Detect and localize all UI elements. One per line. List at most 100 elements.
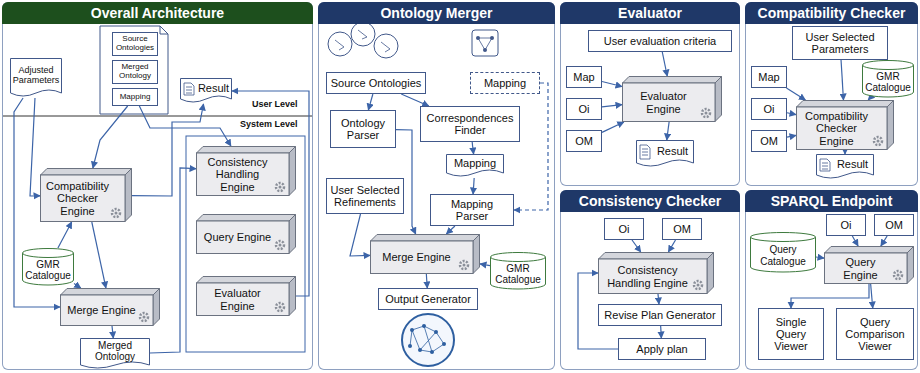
node-label: Merged Ontology — [83, 340, 147, 362]
engine-top — [197, 147, 296, 154]
connector-arrow — [30, 98, 40, 196]
input-box: Oi — [566, 98, 602, 120]
engine-side — [125, 169, 132, 222]
gear-icon — [276, 303, 284, 311]
viewer-box: Single Query Viewer — [758, 308, 824, 360]
input-box: Oi — [826, 214, 866, 236]
connector-arrow — [816, 257, 824, 258]
result-document: Result — [636, 140, 694, 168]
merged-ontology-icon — [402, 314, 454, 366]
optional-input-box: Mapping — [470, 72, 540, 94]
node-label: User Selected Refinements — [330, 184, 400, 209]
panel-title: Evaluator — [560, 2, 740, 24]
engine-side — [289, 215, 296, 254]
engine-box: Query Engine — [824, 246, 914, 284]
node-label: User evaluation criteria — [604, 35, 717, 47]
input-box: OM — [662, 218, 702, 240]
connector-arrow — [868, 97, 870, 100]
panel-title: Overall Architecture — [2, 2, 313, 24]
engine-side — [289, 147, 296, 196]
gear-hub — [279, 244, 282, 247]
engine-side — [887, 101, 894, 150]
node-label: Map — [758, 71, 779, 83]
node-label: Single Query Viewer — [762, 316, 820, 353]
node-label: Query Engine — [828, 256, 893, 281]
cylinder-top — [491, 253, 546, 262]
input-box: Map — [751, 66, 787, 88]
connector-arrow — [657, 294, 659, 304]
engine-side — [473, 235, 480, 274]
level-label: User Level — [250, 99, 300, 109]
input-box: OM — [874, 214, 914, 236]
level-label: System Level — [238, 119, 300, 129]
node-label: OM — [575, 135, 593, 147]
node-label: Consistency Handling Engine — [602, 264, 693, 289]
engine-front — [61, 295, 154, 326]
panel: Consistency CheckerOiOMConsistency Handl… — [560, 190, 740, 370]
mapping-dot — [476, 36, 480, 40]
connector-arrow — [514, 83, 548, 210]
gear-hub — [143, 316, 146, 319]
input-box: OM — [751, 130, 787, 152]
connector-arrow — [480, 264, 490, 266]
node-label: Evaluator Engine — [626, 90, 701, 115]
connector-arrow — [881, 236, 887, 246]
connector-arrow — [58, 222, 72, 248]
engine-top — [371, 235, 480, 242]
engine-side — [907, 247, 914, 284]
gear-icon — [276, 241, 284, 249]
input-box: OM — [566, 130, 602, 152]
connector-arrow — [668, 240, 675, 252]
engine-top — [599, 253, 714, 260]
engine-box: Compatibility Checker Engine — [40, 168, 132, 222]
connector-arrow — [473, 178, 474, 194]
connector-arrow — [74, 284, 81, 288]
engine-top — [623, 77, 722, 84]
level-separator — [2, 116, 313, 117]
panel: Compatibility CheckerUser Selected Param… — [745, 2, 918, 186]
node-label: Oi — [619, 223, 630, 235]
node-label: Mapping — [484, 77, 526, 89]
node-label: Revise Plan Generator — [604, 309, 715, 321]
connector-arrow — [602, 122, 624, 132]
cylinder-top — [751, 233, 816, 242]
engine-top — [197, 215, 296, 222]
node-label: OM — [760, 135, 778, 147]
result-icon — [640, 145, 650, 159]
engine-top — [197, 277, 296, 284]
mapping-icon — [472, 30, 498, 56]
process-box: Source Ontologies — [326, 72, 426, 94]
process-box: User Selected Refinements — [326, 178, 404, 214]
mapping-dot — [490, 36, 494, 40]
connector-arrow — [632, 240, 641, 252]
mapping-dot — [483, 48, 487, 52]
process-box: Apply plan — [618, 338, 706, 360]
document-shape — [637, 141, 694, 167]
gear-icon — [276, 183, 284, 191]
engine-box: Evaluator Engine — [196, 276, 296, 316]
result-document: Result — [816, 154, 874, 180]
engine-box: Query Engine — [196, 214, 296, 254]
connector-arrow — [844, 150, 845, 154]
node-label: Mapping — [120, 93, 151, 102]
document-fold — [160, 26, 168, 34]
graph-dot — [430, 350, 434, 354]
connector-arrow — [472, 142, 473, 154]
catalogue-store: GMR Catalogue — [490, 252, 546, 289]
connector-arrow — [841, 60, 843, 100]
node-label: Compatibility Checker Engine — [800, 110, 873, 147]
document-shape — [181, 79, 232, 103]
gear-icon — [694, 281, 702, 289]
node-label: OM — [885, 219, 903, 231]
document-shape — [81, 339, 150, 369]
document-shape — [817, 155, 874, 179]
engine-top — [797, 101, 894, 108]
input-document: Adjusted Parameters — [10, 58, 62, 98]
node-label: GMR Catalogue — [865, 71, 911, 93]
node-label: Oi — [579, 103, 590, 115]
gear-icon — [702, 109, 710, 117]
process-box: Output Generator — [378, 288, 478, 310]
engine-side — [707, 253, 714, 294]
node-label: GMR Catalogue — [493, 263, 543, 285]
node-label: Source Ontologies — [116, 35, 154, 53]
